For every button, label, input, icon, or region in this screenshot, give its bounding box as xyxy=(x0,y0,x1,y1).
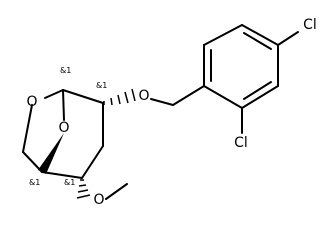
ring-bond-c6-c1 xyxy=(203,85,243,109)
ring-bond-c3-c4 xyxy=(241,24,279,46)
atom-o-bridge: O xyxy=(58,120,69,136)
bicyclic-core-bonds xyxy=(22,89,104,179)
atom-cl-para: Cl xyxy=(303,17,317,33)
stereo-label-c1: &1 xyxy=(60,66,71,75)
ring-double-bond-inner-3 xyxy=(243,81,272,100)
molecule-diagram: O O O O Cl Cl &1 &1 &1 &1 xyxy=(22,17,317,208)
wedge-bond-o8-c5 xyxy=(38,133,64,174)
benzyl-linker-bonds xyxy=(150,85,205,106)
bond-c4-c5 xyxy=(41,171,83,179)
hashed-bond-c2-o-ether xyxy=(103,88,136,106)
bond-o6-c1 xyxy=(44,89,64,99)
ring-bond-c2-c3 xyxy=(203,24,243,46)
hashed-bond-c4-o-methoxy xyxy=(76,179,91,199)
bond-ch2-ring xyxy=(172,85,205,106)
stereo-label-c4: &1 xyxy=(64,178,75,187)
ring-bond-c5-c6 xyxy=(241,85,279,109)
molecule-structure: O O O O Cl Cl &1 &1 &1 &1 xyxy=(22,17,317,208)
atom-o-methoxy: O xyxy=(93,192,104,208)
bond-o-methoxy-ch3 xyxy=(105,183,128,200)
bond-c3-c4 xyxy=(81,145,104,179)
bond-o6-c7 xyxy=(22,104,33,153)
atom-o-ether: O xyxy=(138,88,149,104)
stereo-labels: &1 &1 &1 &1 xyxy=(29,66,107,187)
bond-c1-o8 xyxy=(62,89,65,121)
bond-o-ether-ch2 xyxy=(150,98,174,106)
atom-labels: O O O O Cl Cl xyxy=(26,17,316,208)
stereo-label-c2: &1 xyxy=(96,81,107,90)
bond-c5-c7 xyxy=(22,151,43,173)
bond-c1-c2 xyxy=(62,89,104,104)
ring-double-bond-inner-2 xyxy=(243,32,272,50)
atom-cl-ortho: Cl xyxy=(234,135,248,151)
atom-o-ring: O xyxy=(26,94,37,110)
bond-ring-cl-para xyxy=(277,31,299,46)
benzene-ring-bonds xyxy=(203,24,279,109)
stereo-label-c5: &1 xyxy=(29,178,40,187)
